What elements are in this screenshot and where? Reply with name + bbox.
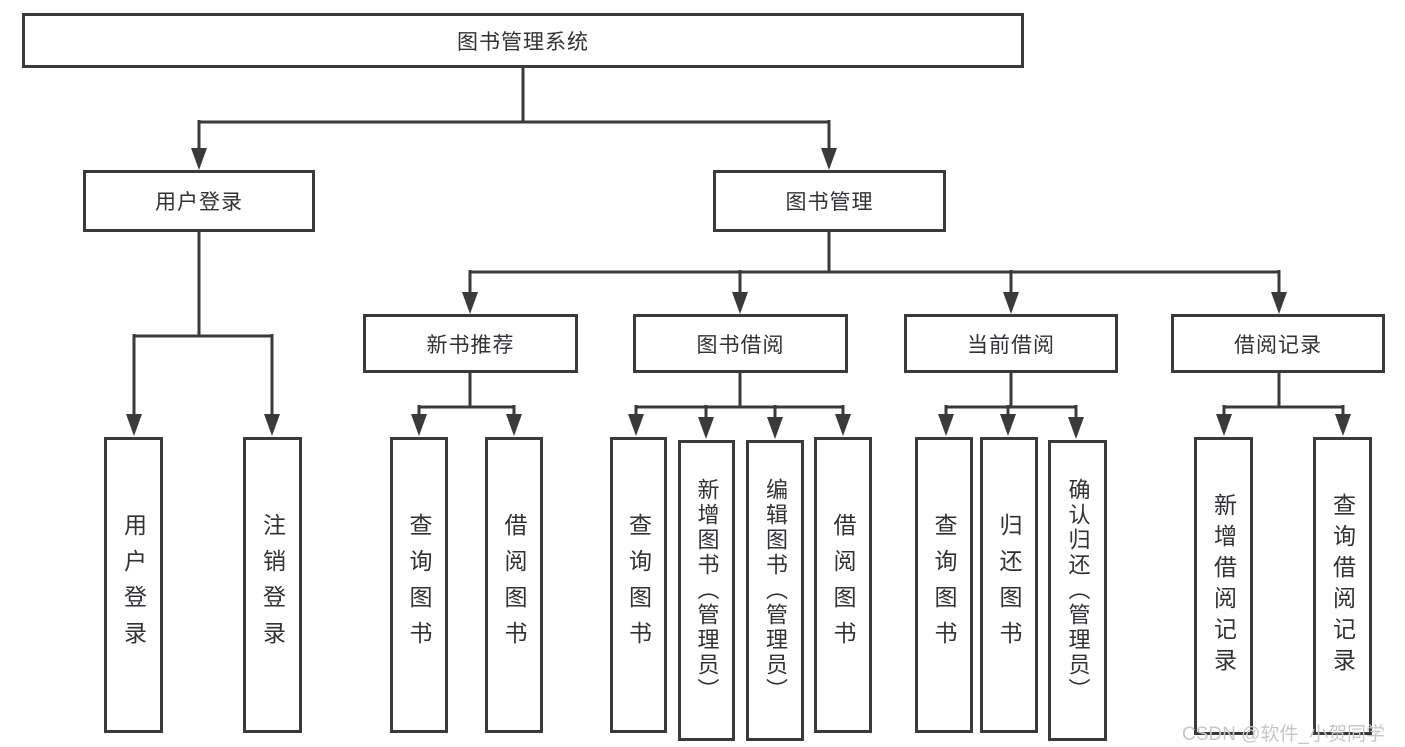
leaf-newbook-borrow-books: 借阅图书 [485, 437, 543, 733]
leaf-add-books-admin-label: 新增图书（管理员） [694, 478, 720, 703]
connector-userlogin-to-leaves [132, 232, 274, 417]
arrowhead [628, 414, 644, 436]
leaf-query-borrow-record: 查询借阅记录 [1313, 437, 1372, 735]
node-book-borrowing-label: 图书借阅 [696, 333, 785, 357]
arrowhead [1271, 292, 1287, 314]
leaf-borrow-query-books-label: 查询图书 [625, 513, 652, 657]
node-book-management-label: 图书管理 [785, 191, 874, 214]
node-root-label: 图书管理系统 [457, 30, 589, 54]
node-new-book-recommend-label: 新书推荐 [426, 333, 515, 357]
connector-bookborrow-to-leaves [634, 373, 845, 419]
leaf-borrow-query-books: 查询图书 [610, 437, 667, 733]
node-borrowing-records-label: 借阅记录 [1234, 333, 1322, 357]
leaf-newbook-query-books: 查询图书 [390, 437, 448, 733]
leaf-user-login-label: 用户登录 [120, 513, 147, 657]
connector-newbook-to-leaves [417, 373, 516, 417]
arrowhead [191, 148, 207, 170]
leaf-add-books-admin: 新增图书（管理员） [678, 440, 735, 741]
leaf-newbook-borrow-books-label: 借阅图书 [501, 513, 527, 657]
leaf-borrow-borrow-books-label: 借阅图书 [830, 513, 856, 657]
arrowhead [835, 414, 851, 436]
leaf-logout-label: 注销登录 [259, 513, 286, 657]
arrowhead [264, 414, 280, 436]
leaf-add-borrow-record: 新增借阅记录 [1194, 437, 1253, 735]
arrowhead [821, 148, 837, 170]
leaf-newbook-query-books-label: 查询图书 [406, 513, 432, 657]
leaf-edit-books-admin-label: 编辑图书（管理员） [763, 478, 788, 703]
leaf-query-borrow-record-label: 查询借阅记录 [1329, 493, 1356, 679]
arrowhead [1335, 414, 1351, 436]
leaf-confirm-return-admin-label: 确认归还（管理员） [1065, 478, 1091, 703]
arrowhead [1068, 417, 1084, 439]
node-user-login: 用户登录 [83, 170, 315, 232]
arrowhead [126, 414, 142, 436]
node-new-book-recommend: 新书推荐 [363, 314, 578, 373]
connector-currentborrow-to-leaves [944, 373, 1078, 419]
leaf-current-query-books: 查询图书 [915, 437, 973, 733]
node-root-system: 图书管理系统 [22, 13, 1024, 68]
arrowhead [938, 414, 954, 436]
node-borrowing-records: 借阅记录 [1171, 314, 1385, 373]
connector-root-to-level2 [197, 68, 831, 151]
arrowhead [506, 414, 522, 436]
leaf-add-borrow-record-label: 新增借阅记录 [1210, 493, 1237, 679]
arrowhead [732, 292, 748, 314]
leaf-confirm-return-admin: 确认归还（管理员） [1048, 440, 1107, 741]
leaf-user-login: 用户登录 [104, 437, 163, 733]
arrowhead [462, 292, 478, 314]
leaf-return-books-label: 归还图书 [996, 513, 1022, 657]
node-current-borrowing-label: 当前借阅 [967, 333, 1055, 357]
csdn-watermark: CSDN @软件_小贺同学 [1182, 724, 1385, 745]
connector-borrowrecord-to-leaves [1222, 373, 1345, 417]
arrowhead [767, 417, 783, 439]
connector-bookmgmt-to-level3 [468, 232, 1281, 295]
node-current-borrowing: 当前借阅 [904, 314, 1118, 373]
arrowhead [1000, 414, 1016, 436]
leaf-logout: 注销登录 [243, 437, 302, 733]
node-book-management: 图书管理 [713, 170, 946, 232]
node-book-borrowing: 图书借阅 [633, 314, 848, 373]
leaf-borrow-borrow-books: 借阅图书 [814, 437, 872, 733]
node-user-login-label: 用户登录 [155, 191, 243, 214]
arrowhead [411, 414, 427, 436]
leaf-current-query-books-label: 查询图书 [931, 513, 957, 657]
arrowhead [698, 417, 714, 439]
arrowhead [1003, 292, 1019, 314]
leaf-edit-books-admin: 编辑图书（管理员） [746, 440, 804, 741]
arrowhead [1216, 414, 1232, 436]
leaf-return-books: 归还图书 [980, 437, 1038, 733]
